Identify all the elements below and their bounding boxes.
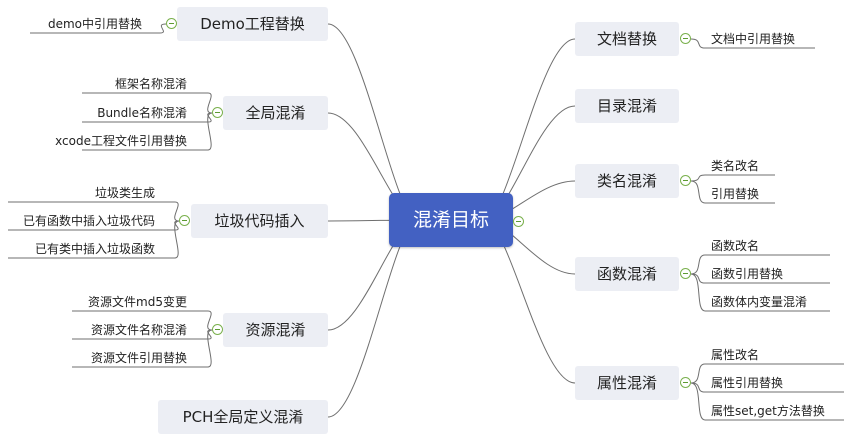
- leaf-class-rename[interactable]: 类名改名: [711, 159, 760, 173]
- connector-resource-0: [72, 310, 213, 331]
- connector-prop-1: [690, 382, 844, 393]
- connector-root-left-4: [327, 219, 419, 418]
- collapse-icon-global[interactable]: [212, 107, 223, 118]
- leaf-doc-ref-replace[interactable]: 文档中引用替换: [711, 32, 796, 46]
- connector-func-1: [690, 273, 830, 284]
- collapse-icon-prop[interactable]: [680, 377, 691, 388]
- leaf-prop-rename[interactable]: 属性改名: [711, 348, 760, 362]
- leaf-resource-ref[interactable]: 资源文件引用替换: [90, 351, 187, 365]
- leaf-demo-ref-replace[interactable]: demo中引用替换: [47, 17, 142, 31]
- branch-func-obfuscation[interactable]: 函数混淆: [575, 257, 679, 291]
- leaf-resource-md5[interactable]: 资源文件md5变更: [88, 295, 187, 309]
- leaf-insert-junk-func[interactable]: 已有类中插入垃圾函数: [34, 242, 155, 256]
- leaf-xcode-ref-replace[interactable]: xcode工程文件引用替换: [55, 134, 187, 148]
- branch-junk-code[interactable]: 垃圾代码插入: [191, 204, 328, 238]
- leaf-func-var-obfuscation[interactable]: 函数体内变量混淆: [711, 295, 808, 309]
- leaf-prop-getset-replace[interactable]: 属性set,get方法替换: [711, 404, 825, 418]
- branch-doc-replace[interactable]: 文档替换: [575, 22, 679, 56]
- collapse-icon-doc[interactable]: [680, 33, 691, 44]
- leaf-junk-class-gen[interactable]: 垃圾类生成: [94, 186, 155, 200]
- connector-junk-2: [8, 220, 180, 259]
- leaf-insert-junk-code[interactable]: 已有函数中插入垃圾代码: [22, 214, 155, 228]
- leaf-func-rename[interactable]: 函数改名: [711, 239, 760, 253]
- branch-pch-obfuscation[interactable]: PCH全局定义混淆: [158, 400, 328, 434]
- branch-demo-replace[interactable]: Demo工程替换: [177, 7, 328, 41]
- branch-dir-obfuscation[interactable]: 目录混淆: [575, 89, 679, 123]
- collapse-icon-resource[interactable]: [212, 324, 223, 335]
- connector-func-0: [690, 254, 830, 275]
- connector-func-2: [690, 273, 830, 312]
- leaf-resource-name[interactable]: 资源文件名称混淆: [90, 323, 187, 337]
- collapse-icon-junk[interactable]: [179, 215, 190, 226]
- collapse-icon-func[interactable]: [680, 268, 691, 279]
- connector-prop-0: [690, 363, 844, 384]
- connector-prop-2: [690, 382, 844, 421]
- collapse-icon-class[interactable]: [680, 175, 691, 186]
- connector-class-0: [690, 174, 775, 182]
- branch-class-obfuscation[interactable]: 类名混淆: [575, 164, 679, 198]
- root-node[interactable]: 混淆目标: [389, 193, 513, 247]
- connector-root-left-0: [327, 23, 419, 221]
- branch-global-obfuscation[interactable]: 全局混淆: [223, 96, 328, 130]
- connector-class-1: [690, 180, 775, 204]
- branch-resource-obfuscation[interactable]: 资源混淆: [223, 313, 328, 347]
- branch-prop-obfuscation[interactable]: 属性混淆: [575, 366, 679, 400]
- connector-junk-0: [8, 201, 180, 222]
- connector-doc-0: [690, 38, 815, 49]
- connector-global-2: [82, 112, 213, 151]
- leaf-bundle-name[interactable]: Bundle名称混淆: [97, 106, 187, 120]
- leaf-prop-ref-replace[interactable]: 属性引用替换: [711, 376, 784, 390]
- connector-demo-0: [30, 23, 167, 34]
- connector-resource-2: [72, 329, 213, 368]
- leaf-framework-name[interactable]: 框架名称混淆: [114, 77, 187, 91]
- leaf-class-ref-replace[interactable]: 引用替换: [711, 187, 760, 201]
- connector-global-0: [82, 92, 213, 114]
- collapse-icon-demo[interactable]: [166, 18, 177, 29]
- root-collapse-icon[interactable]: [513, 216, 524, 227]
- leaf-func-ref-replace[interactable]: 函数引用替换: [711, 267, 784, 281]
